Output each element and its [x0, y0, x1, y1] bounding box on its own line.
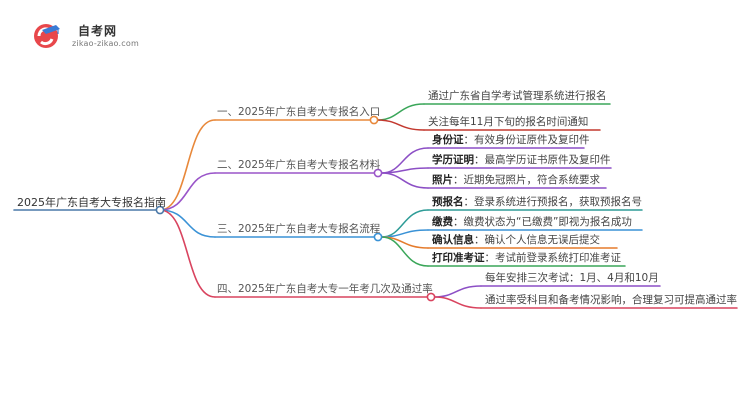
site-name: 自考网	[78, 24, 118, 38]
branch-3-leaf-4-text: ：考试前登录系统打印准考证	[484, 252, 622, 264]
branch-2-connector	[159, 172, 216, 211]
branch-3-node	[373, 232, 383, 242]
branch-4-leaf-2-connector	[433, 296, 482, 309]
branch-4-title-text: 四、2025年广东自考大专一年考几次及通过率	[217, 283, 433, 295]
branch-3-leaf-4: 打印准考证：考试前登录系统打印准考证	[432, 251, 621, 265]
branch-2-title-text: 二、2025年广东自考大专报名材料	[217, 159, 381, 171]
branch-2-leaf-1-text: ：有效身份证原件及复印件	[463, 134, 590, 146]
branch-2-leaf-3: 照片：近期免冠照片，符合系统要求	[432, 173, 600, 187]
branch-4-node	[426, 292, 436, 302]
branch-2-leaf-1-connector	[380, 147, 429, 174]
branch-1-leaf-1-connector	[376, 103, 425, 121]
branch-3-leaf-3-term: 确认信息	[432, 234, 474, 246]
branch-1-leaf-1-text: 通过广东省自学考试管理系统进行报名	[428, 90, 607, 102]
branch-3-title: 三、2025年广东自考大专报名流程	[217, 222, 380, 236]
branch-2-title: 二、2025年广东自考大专报名材料	[217, 158, 380, 172]
branch-4-leaf-1: 每年安排三次考试：1月、4月和10月	[485, 271, 659, 285]
branch-4-leaf-1-text: 每年安排三次考试：1月、4月和10月	[485, 272, 659, 284]
branch-3-leaf-4-connector	[380, 236, 429, 267]
branch-3-leaf-1-text: ：登录系统进行预报名，获取预报名号	[463, 196, 643, 208]
site-url: zikao-zikao.com	[72, 39, 139, 48]
branch-4-leaf-2: 通过率受科目和备考情况影响，合理复习可提高通过率	[485, 293, 737, 307]
branch-3-leaf-3-text: ：确认个人信息无误后提交	[474, 234, 600, 246]
branch-2-leaf-3-term: 照片	[432, 174, 453, 186]
branch-2-leaf-3-connector	[380, 172, 429, 189]
branch-2-leaf-2-term: 学历证明	[432, 154, 474, 166]
branch-2-leaf-1: 身份证：有效身份证原件及复印件	[432, 133, 590, 147]
branch-3-leaf-2-connector	[380, 229, 429, 238]
branch-3-connector	[159, 209, 216, 238]
root-node	[155, 205, 165, 215]
branch-1-title: 一、2025年广东自考大专报名入口	[217, 105, 380, 119]
branch-3-title-text: 三、2025年广东自考大专报名流程	[217, 223, 381, 235]
branch-1-leaf-1: 通过广东省自学考试管理系统进行报名	[428, 89, 607, 103]
root-topic-text: 2025年广东自考大专报名指南	[17, 196, 166, 209]
branch-2-leaf-2-text: ：最高学历证书原件及复印件	[474, 154, 611, 166]
branch-3-leaf-2-term: 缴费	[432, 216, 453, 228]
branch-1-leaf-2: 关注每年11月下旬的报名时间通知	[428, 115, 588, 129]
branch-4-connector	[159, 209, 216, 298]
branch-1-leaf-2-text: 关注每年11月下旬的报名时间通知	[428, 116, 589, 128]
branch-3-leaf-1: 预报名：登录系统进行预报名，获取预报名号	[432, 195, 642, 209]
branch-3-leaf-2-text: ：缴费状态为“已缴费”即视为报名成功	[453, 216, 632, 228]
branch-2-leaf-2: 学历证明：最高学历证书原件及复印件	[432, 153, 611, 167]
branch-2-leaf-1-term: 身份证	[432, 134, 464, 146]
site-logo[interactable]: 自考网 zikao-zikao.com	[32, 20, 142, 50]
branch-3-leaf-4-term: 打印准考证	[432, 252, 485, 264]
branch-1-connector	[159, 119, 216, 211]
root-topic: 2025年广东自考大专报名指南	[17, 196, 166, 210]
branch-2-leaf-3-text: ：近期免冠照片，符合系统要求	[453, 174, 600, 186]
branch-4-leaf-1-connector	[433, 285, 482, 298]
branch-1-leaf-2-connector	[376, 119, 425, 131]
branch-2-leaf-2-connector	[380, 167, 429, 174]
graduation-cap-logo-icon	[34, 24, 60, 48]
branch-3-leaf-1-term: 预报名	[432, 196, 464, 208]
branch-1-node	[369, 115, 379, 125]
branch-4-title: 四、2025年广东自考大专一年考几次及通过率	[217, 282, 433, 296]
branch-2-node	[373, 168, 383, 178]
branch-3-leaf-2: 缴费：缴费状态为“已缴费”即视为报名成功	[432, 215, 632, 229]
branch-3-leaf-3: 确认信息：确认个人信息无误后提交	[432, 233, 600, 247]
branch-1-title-text: 一、2025年广东自考大专报名入口	[217, 106, 381, 118]
branch-4-leaf-2-text: 通过率受科目和备考情况影响，合理复习可提高通过率	[485, 294, 737, 306]
